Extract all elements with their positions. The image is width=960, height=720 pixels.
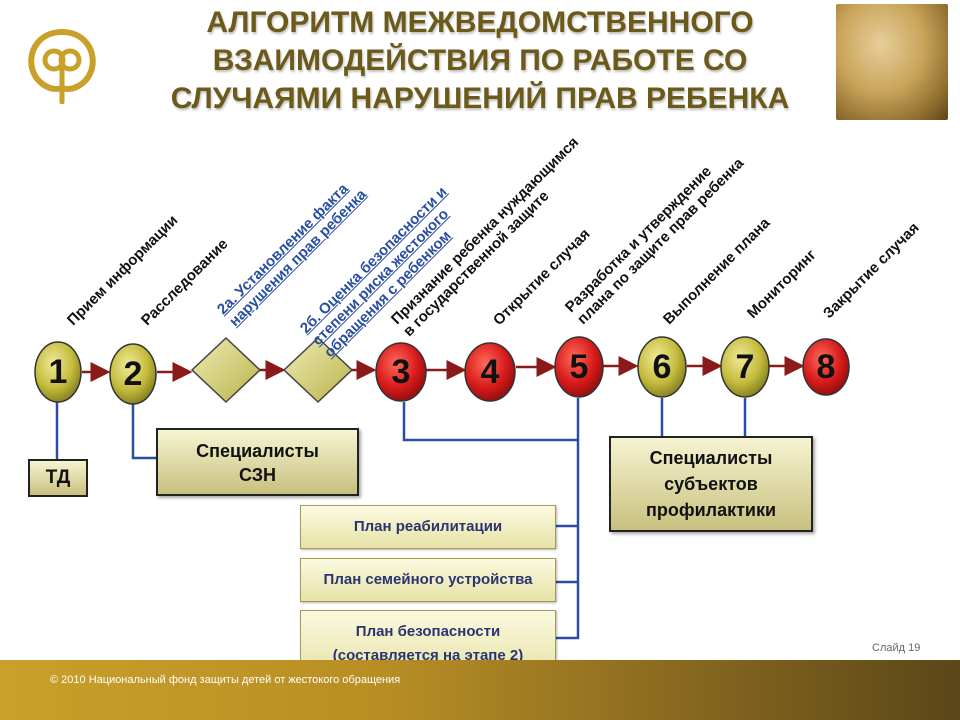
node-8 [802, 338, 850, 396]
node-4 [464, 342, 516, 402]
rehabilitation-plan-box: План реабилитации [300, 505, 556, 549]
title-line-2: ВЗАИМОДЕЙСТВИЯ ПО РАБОТЕ СО [212, 44, 748, 77]
node-1-number: 1 [48, 353, 68, 391]
family-photo [836, 4, 948, 120]
td-box: ТД [28, 459, 88, 497]
diamond-2b [282, 336, 354, 404]
title-line-3: СЛУЧАЯМИ НАРУШЕНИЙ ПРАВ РЕБЕНКА [170, 82, 790, 115]
connector-5-plans [556, 398, 580, 640]
footer-copyright: © 2010 Национальный фонд защиты детей от… [50, 674, 401, 686]
connector-2-szn [131, 403, 156, 460]
connector-3-5 [402, 402, 578, 442]
node-3 [375, 342, 427, 402]
flow-arrows [82, 356, 805, 382]
node-1 [34, 341, 82, 403]
node-4-number: 4 [480, 353, 500, 391]
node-5 [554, 336, 604, 398]
node-5-number: 5 [569, 348, 589, 386]
szn-specialists-box: Специалисты СЗН [156, 428, 359, 496]
node-3-number: 3 [391, 353, 411, 391]
node-6 [637, 336, 687, 398]
connector-lines [55, 398, 747, 640]
node-8-number: 8 [816, 348, 836, 386]
slide-title: АЛГОРИТМ МЕЖВЕДОМСТВЕННОГО ВЗАИМОДЕЙСТВИ… [130, 4, 830, 118]
title-line-1: АЛГОРИТМ МЕЖВЕДОМСТВЕННОГО [206, 6, 754, 39]
node-7-number: 7 [735, 348, 755, 386]
node-2-number: 2 [123, 355, 143, 393]
diamond-2a [190, 336, 262, 404]
foundation-logo-icon [28, 29, 96, 104]
node-7 [720, 336, 770, 398]
node-6-number: 6 [652, 348, 672, 386]
slide-number: Слайд 19 [872, 642, 921, 654]
node-2 [109, 343, 157, 405]
prevention-specialists-box: Специалисты субъектов профилактики [609, 436, 813, 532]
footer-band [0, 660, 960, 720]
family-placement-plan-box: План семейного устройства [300, 558, 556, 602]
